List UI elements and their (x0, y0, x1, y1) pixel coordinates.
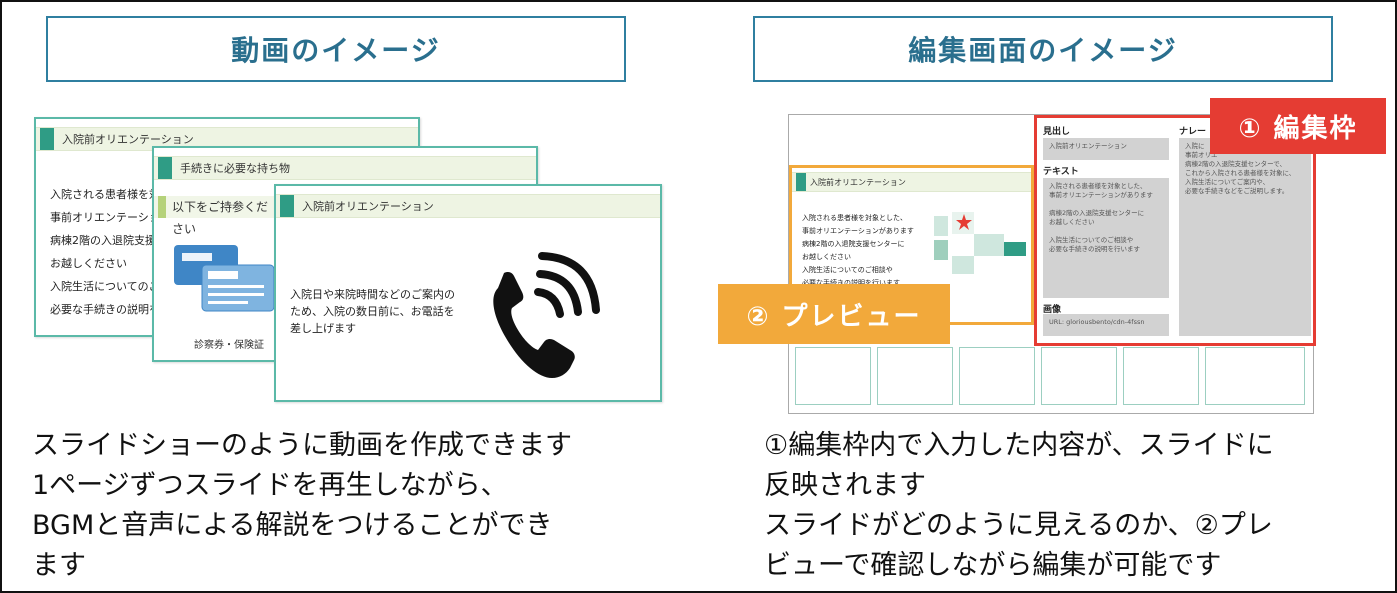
slide-title-text: 入院前オリエンテーション (302, 200, 434, 213)
image-field-label: 画像 (1043, 305, 1062, 315)
slide-thumbnail[interactable] (1123, 347, 1199, 405)
caption-line: ビューで確認しながら編集が可能です (764, 550, 1222, 581)
insurance-cards-illustration (174, 245, 275, 312)
preview-line: お越しください (802, 253, 851, 261)
preview-line: 病棟2階の入退院支援センターに (802, 240, 905, 248)
text-input[interactable]: 入院される患者様を対象とした、 事前オリエンテーションがあります 病棟2階の入退… (1043, 178, 1169, 298)
title-tab-marker (280, 195, 294, 217)
floor-map-image (934, 212, 1026, 274)
slide-body-text: 入院される患者様を対 事前オリエンテーショ 病棟2階の入退院支援 お越しください… (50, 183, 160, 321)
narration-line: これから入院される患者様を対象に、 (1185, 169, 1296, 177)
text-input-line: 必要な手続きの説明を行います (1049, 245, 1140, 253)
slide-title-text: 入院前オリエンテーション (62, 133, 194, 146)
phone-icon (493, 252, 600, 378)
text-input-line: 病棟2階の入退院支援センターに (1049, 209, 1145, 217)
caption-line: 1ページずつスライドを再生しながら、 (32, 470, 508, 501)
slide-body-text: 入院日や来院時間などのご案内の ため、入院の数日前に、お電話を 差し上げます (290, 286, 470, 337)
image-url-input[interactable]: URL: gloriousbento/cdn-4fssn (1043, 314, 1169, 336)
slide-title: 手続きに必要な持ち物 (154, 156, 536, 180)
slide-thumbnail[interactable] (959, 347, 1035, 405)
slide-thumbnail-strip (795, 347, 1309, 411)
slide-subtitle-text: 以下をご持参ください (172, 200, 269, 236)
slide-line: 入院日や来院時間などのご案内の (290, 288, 455, 301)
editor-image-heading: 編集画面のイメージ (753, 16, 1333, 82)
slide-thumbnail[interactable] (795, 347, 871, 405)
narration-line: 必要な手続きなどをご説明します。 (1185, 187, 1289, 195)
narration-line: 入院に (1185, 142, 1205, 150)
narration-line: 事前オリエ (1185, 151, 1218, 159)
preview-line: 必要な手続きの説明を行います (802, 279, 900, 287)
narration-field-label: ナレー (1179, 127, 1207, 137)
text-input-line: 事前オリエンテーションがあります (1049, 191, 1153, 199)
text-input-line (1049, 200, 1163, 209)
edit-frame: 見出し 入院前オリエンテーション テキスト 入院される患者様を対象とした、 事前… (1034, 115, 1316, 346)
slide-line: 入院生活についてのご (50, 280, 160, 293)
caption-line: ます (32, 550, 86, 581)
slide-subtitle: 以下をご持参ください (154, 196, 274, 236)
video-description: スライドショーのように動画を作成できます 1ページずつスライドを再生しながら、 … (32, 426, 682, 586)
preview-slide-title: 入院前オリエンテーション (792, 172, 1031, 192)
slide-line: お越しください (50, 257, 127, 270)
caption-line: 反映されます (764, 470, 926, 501)
slide-thumbnail[interactable] (1205, 347, 1305, 405)
caption-line: ①編集枠内で入力した内容が、スライドに (764, 430, 1274, 461)
slide-phone-call: 入院前オリエンテーション 入院日や来院時間などのご案内の ため、入院の数日前に、… (274, 184, 662, 402)
preview-body-text: 入院される患者様を対象とした、 事前オリエンテーションがあります 病棟2階の入退… (802, 212, 914, 290)
slide-title: 入院前オリエンテーション (276, 194, 660, 218)
preview-title-text: 入院前オリエンテーション (810, 177, 906, 187)
slide-line: 事前オリエンテーショ (50, 211, 160, 224)
card-caption: 診察券・保険証 (194, 340, 264, 351)
preview-badge: ② プレビュー (718, 284, 950, 344)
text-input-line (1049, 227, 1163, 236)
subtitle-tab-marker (158, 196, 166, 218)
title-tab-marker (40, 128, 54, 150)
preview-line: 事前オリエンテーションがあります (802, 227, 914, 235)
text-input-line: 入院される患者様を対象とした、 (1049, 182, 1147, 190)
narration-input[interactable]: 入院に 事前オリエ 病棟2階の入退院支援センターで、 これから入院される患者様を… (1179, 138, 1311, 336)
slide-thumbnail[interactable] (1041, 347, 1117, 405)
slide-thumbnail[interactable] (877, 347, 953, 405)
narration-line: 病棟2階の入退院支援センターで、 (1185, 160, 1286, 168)
slide-line: ため、入院の数日前に、お電話を (290, 305, 455, 318)
heading-input[interactable]: 入院前オリエンテーション (1043, 138, 1169, 160)
slide-line: 病棟2階の入退院支援 (50, 234, 156, 247)
edit-frame-badge: ① 編集枠 (1210, 98, 1386, 154)
text-field-label: テキスト (1043, 167, 1079, 177)
slide-title-text: 手続きに必要な持ち物 (180, 162, 290, 175)
title-tab-marker (158, 157, 172, 179)
video-image-heading: 動画のイメージ (46, 16, 626, 82)
editor-description: ①編集枠内で入力した内容が、スライドに 反映されます スライドがどのように見える… (764, 426, 1384, 586)
title-tab-marker (796, 173, 806, 191)
heading-field-label: 見出し (1043, 127, 1071, 137)
text-input-line: お越しください (1049, 218, 1095, 226)
slide-line: 入院される患者様を対 (50, 188, 160, 201)
caption-line: スライドショーのように動画を作成できます (32, 430, 572, 461)
slide-line: 差し上げます (290, 322, 356, 335)
narration-line: 入院生活についてご案内や、 (1185, 178, 1270, 186)
caption-line: BGMと音声による解説をつけることができ (32, 510, 553, 541)
preview-line: 入院生活についてのご相談や (802, 266, 893, 274)
text-input-line: 入院生活についてのご相談や (1049, 236, 1134, 244)
editor-screen-mock: 入院前オリエンテーション 入院される患者様を対象とした、 事前オリエンテーション… (788, 114, 1316, 414)
preview-line: 入院される患者様を対象とした、 (802, 214, 907, 222)
slide-line: 必要な手続きの説明を (50, 303, 160, 316)
caption-line: スライドがどのように見えるのか、②プレ (764, 510, 1273, 541)
